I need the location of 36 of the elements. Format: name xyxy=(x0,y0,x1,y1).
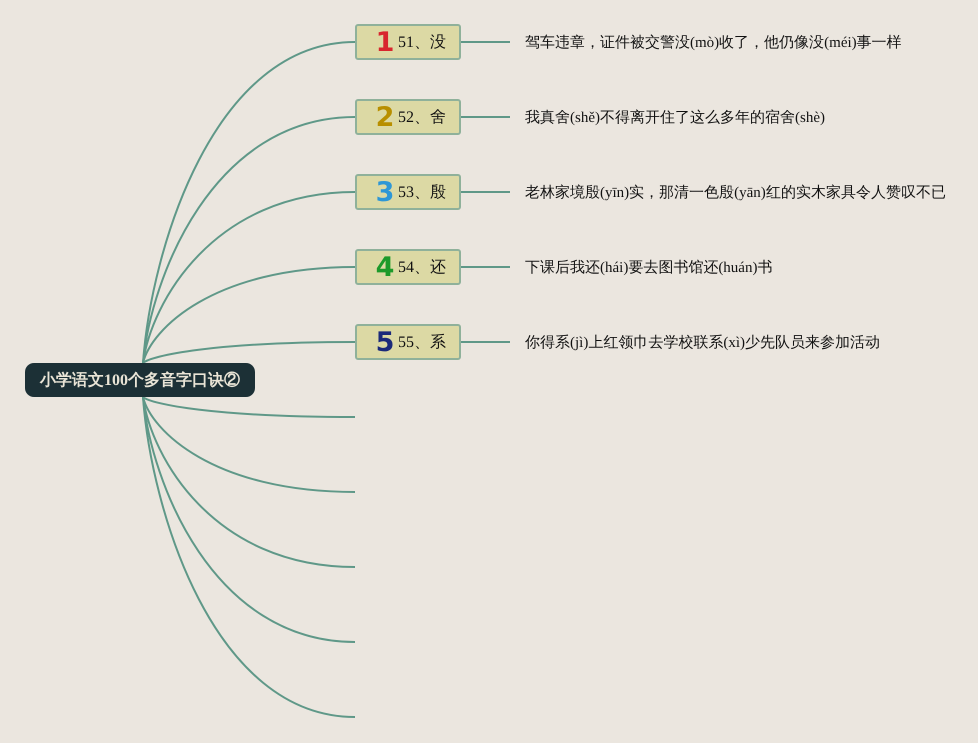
branch-line xyxy=(461,266,510,268)
branch-line xyxy=(142,41,356,364)
example-sentence: 下课后我还(hái)要去图书馆还(huán)书 xyxy=(525,258,772,276)
branch-line xyxy=(142,396,356,643)
branch-line xyxy=(142,396,355,418)
topic-label: 54、还 xyxy=(398,258,446,278)
branch-line xyxy=(142,266,356,364)
branch-line xyxy=(142,396,356,568)
example-sentence: 老林家境殷(yīn)实，那清一色殷(yān)红的实木家具令人赞叹不已 xyxy=(525,183,946,202)
topic-box xyxy=(355,174,461,210)
priority-number: 3 xyxy=(375,178,395,206)
branch-line xyxy=(142,396,356,493)
priority-number: 5 xyxy=(375,328,395,356)
topic-box xyxy=(355,324,461,360)
topic-label: 51、没 xyxy=(398,32,446,52)
branch-line xyxy=(461,341,510,343)
branch-line xyxy=(461,116,510,118)
priority-number: 4 xyxy=(375,254,395,280)
branch-line xyxy=(142,116,356,364)
priority-number: 1 xyxy=(375,28,395,56)
branch-line xyxy=(142,341,355,364)
branch-line xyxy=(142,396,356,718)
topic-label: 52、舍 xyxy=(398,108,446,128)
branch-line xyxy=(142,191,356,364)
topic-label: 55、系 xyxy=(398,332,446,352)
topic-box xyxy=(355,24,461,60)
branch-line xyxy=(461,41,510,43)
topic-label: 53、殷 xyxy=(398,182,446,202)
central-topic: 小学语文100个多音字口诀② xyxy=(25,363,255,397)
example-sentence: 驾车违章，证件被交警没(mò)收了，他仍像没(méi)事一样 xyxy=(525,33,902,52)
priority-number: 2 xyxy=(375,104,395,130)
topic-box xyxy=(355,249,461,285)
branch-line xyxy=(461,191,510,193)
example-sentence: 我真舍(shě)不得离开住了这么多年的宿舍(shè) xyxy=(525,108,825,126)
topic-box xyxy=(355,99,461,135)
example-sentence: 你得系(jì)上红领巾去学校联系(xì)少先队员来参加活动 xyxy=(525,334,880,352)
